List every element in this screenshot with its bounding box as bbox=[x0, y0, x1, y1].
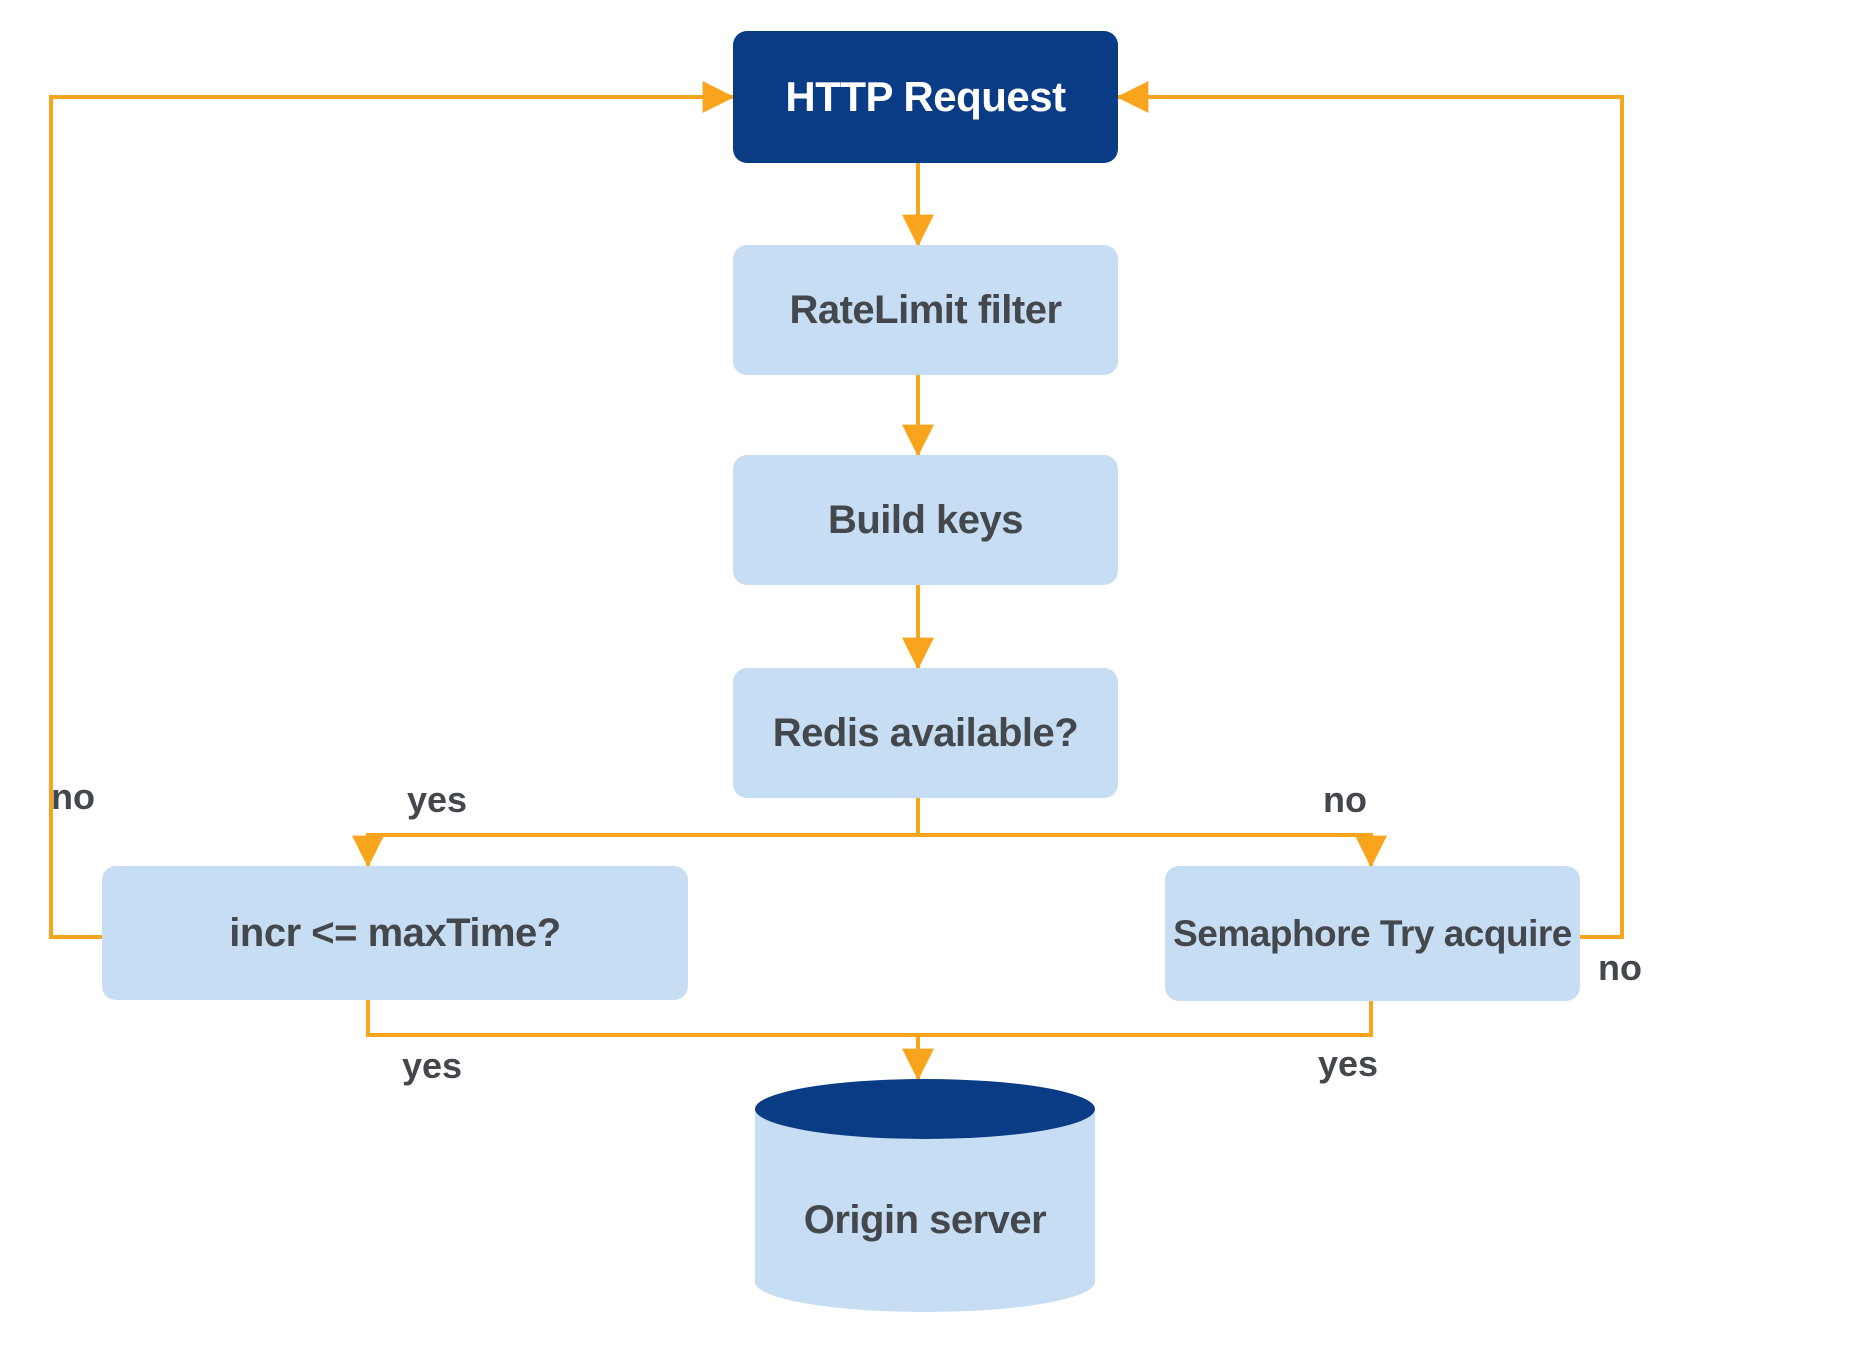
edge-label-semaphore-yes: yes bbox=[1317, 1043, 1379, 1084]
node-build-keys: Build keys bbox=[733, 455, 1118, 585]
edge-incr-no-loop bbox=[49, 81, 735, 939]
edge-label-incr-yes: yes bbox=[401, 1045, 463, 1086]
edge-label-redis-no: no bbox=[1323, 779, 1367, 820]
node-ratelimit-filter: RateLimit filter bbox=[733, 245, 1118, 375]
node-origin-server-label: Origin server bbox=[803, 1197, 1047, 1242]
node-http-request: HTTP Request bbox=[733, 31, 1118, 163]
edge-label-redis-yes: yes bbox=[406, 779, 468, 820]
edge-redis-no-to-semaphore bbox=[918, 833, 1387, 868]
node-incr-maxtime: incr <= maxTime? bbox=[102, 866, 688, 1000]
node-build-keys-label: Build keys bbox=[827, 497, 1024, 542]
node-ratelimit-filter-label: RateLimit filter bbox=[789, 287, 1062, 332]
node-incr-maxtime-label: incr <= maxTime? bbox=[229, 910, 561, 955]
node-redis-available-label: Redis available? bbox=[772, 710, 1079, 755]
edge-yes-collector bbox=[366, 1000, 1373, 1037]
edge-label-left-no: no bbox=[51, 776, 95, 817]
node-http-request-label: HTTP Request bbox=[785, 73, 1066, 120]
node-redis-available: Redis available? bbox=[733, 668, 1118, 798]
node-semaphore-try-acquire-label: Semaphore Try acquire bbox=[1173, 912, 1572, 954]
origin-server-cylinder-top bbox=[755, 1079, 1095, 1139]
origin-server-cylinder-body bbox=[755, 1109, 1095, 1312]
edge-semaphore-no-loop bbox=[1116, 81, 1624, 939]
edge-label-semaphore-no: no bbox=[1598, 947, 1642, 988]
edge-redis-yes-to-incr bbox=[352, 798, 920, 868]
node-origin-server: Origin server bbox=[755, 1150, 1095, 1290]
node-semaphore-try-acquire: Semaphore Try acquire bbox=[1165, 866, 1580, 1001]
